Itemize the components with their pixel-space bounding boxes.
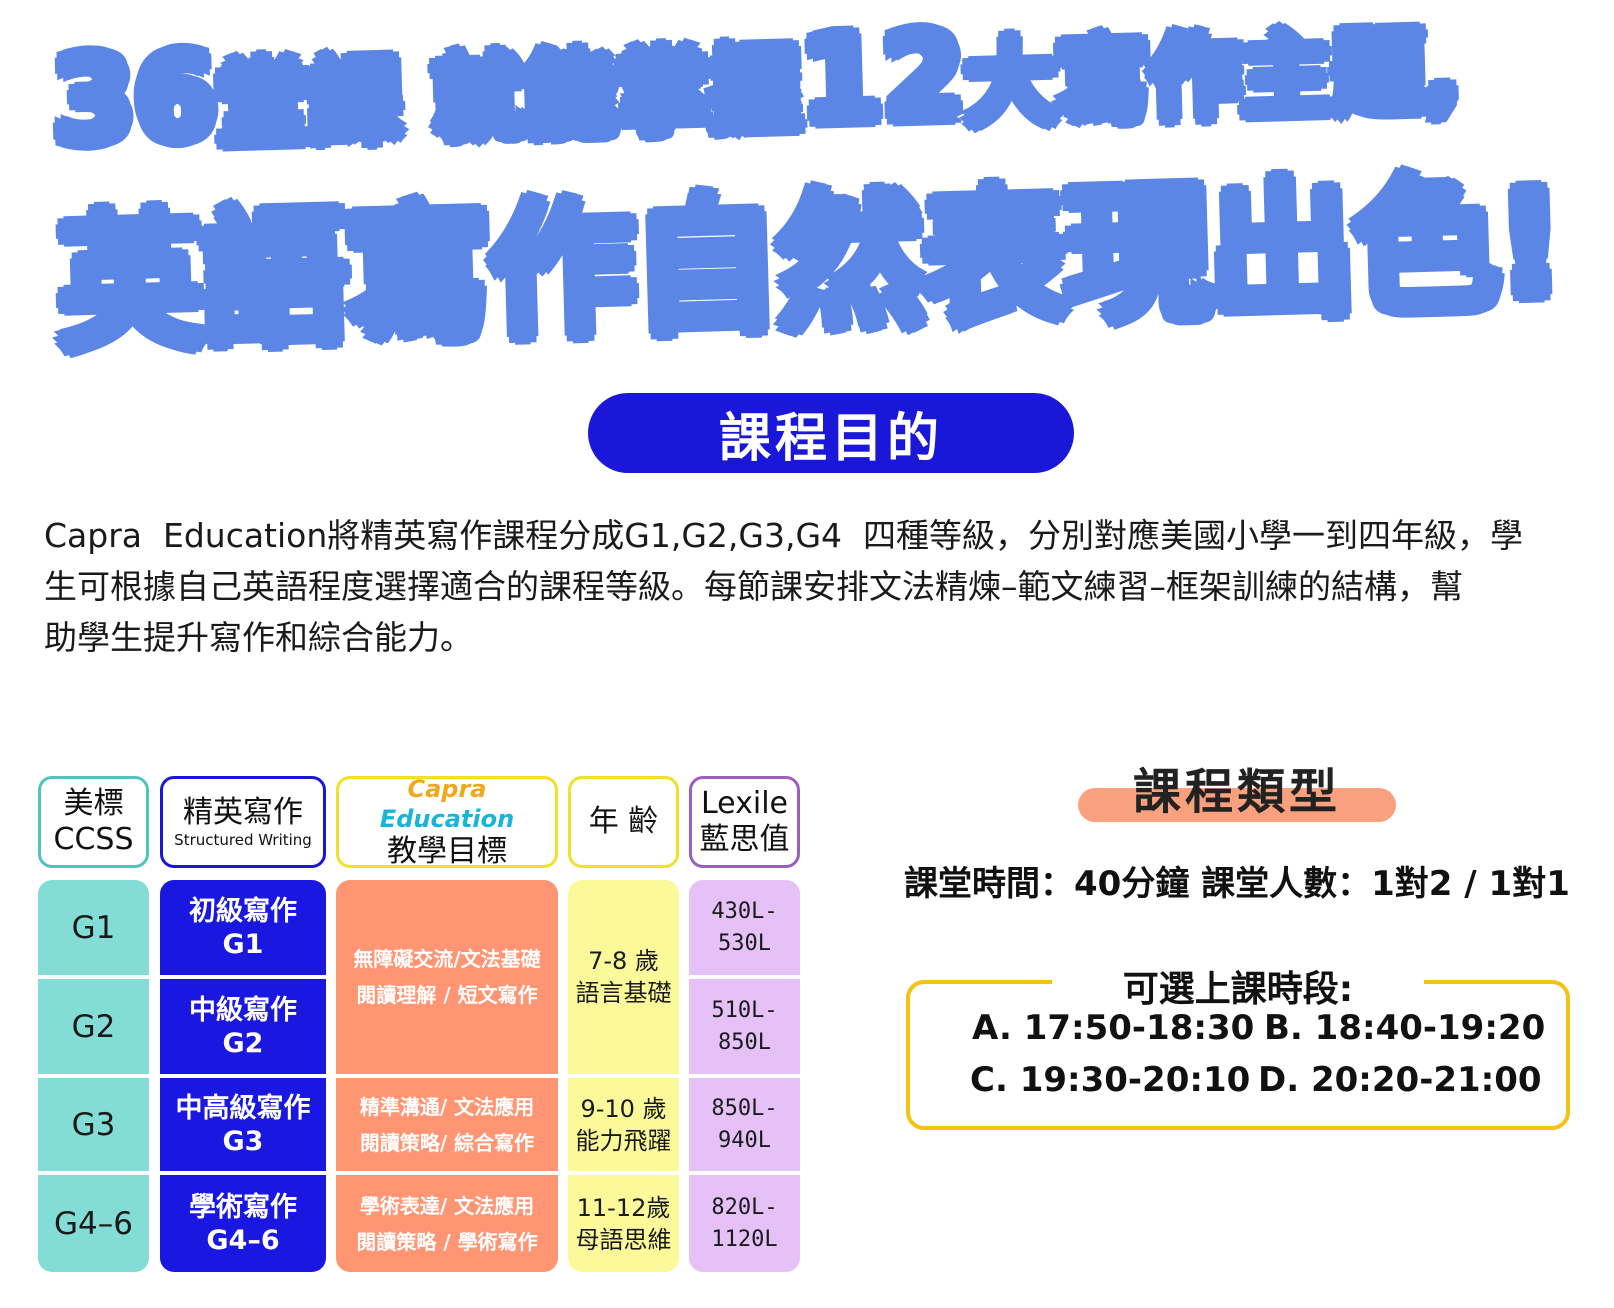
lexile-cell-g1: 430L- 530L	[689, 880, 800, 975]
header-writing: 精英寫作 Structured Writing	[160, 776, 326, 868]
header-writing-line2: Structured Writing	[174, 831, 312, 849]
lexile-cell-g3-from: 850L-	[711, 1095, 778, 1121]
writing-cell-g4: 學術寫作 G4–6	[160, 1175, 326, 1272]
goal-cell-g1-g2-line1: 無障礙交流/文法基礎	[353, 947, 541, 971]
time-slot-b: B. 18:40-19:20	[1264, 1008, 1546, 1048]
header-ccss: 美標 CCSS	[38, 776, 149, 868]
logo-word-education: Education	[379, 805, 515, 833]
lexile-cell-g2-from: 510L-	[711, 997, 778, 1023]
age-cell-g1-g2: 7-8 歲 語言基礎	[568, 880, 679, 1074]
lexile-cell-g2: 510L- 850L	[689, 979, 800, 1074]
goal-cell-g3-line2: 閱讀策略/ 綜合寫作	[359, 1130, 535, 1155]
header-lexile-line1: Lexile	[701, 786, 788, 821]
header-ccss-line2: CCSS	[53, 822, 134, 857]
time-slot-c: C. 19:30-20:10	[970, 1060, 1251, 1100]
writing-cell-g1-name: 初級寫作	[189, 895, 297, 927]
age-cell-g3-stage: 能力飛躍	[575, 1126, 672, 1155]
age-cell-g1-g2-range: 7-8 歲	[588, 947, 659, 975]
hero-text-b: 大寫作主題,	[958, 13, 1466, 144]
age-cell-g3: 9-10 歲 能力飛躍	[568, 1078, 679, 1171]
writing-cell-g2: 中級寫作 G2	[160, 979, 326, 1074]
ccss-cell-g4: G4–6	[38, 1175, 149, 1272]
age-cell-g4-range: 11-12歲	[576, 1193, 671, 1222]
goal-cell-g1-g2-line2: 閱讀理解 / 短文寫作	[356, 983, 538, 1007]
course-type-title: 課程類型	[1132, 764, 1341, 820]
hero-number-12: 12	[793, 2, 971, 155]
lexile-cell-g2-to: 850L	[718, 1029, 771, 1055]
writing-cell-g1: 初級寫作 G1	[160, 880, 326, 975]
writing-cell-g3-name: 中高級寫作	[175, 1092, 311, 1124]
header-goal-line2: 教學目標	[387, 834, 507, 868]
lexile-cell-g4: 820L- 1120L	[689, 1175, 800, 1272]
purpose-title-pill: 課程目的	[588, 393, 1074, 473]
writing-cell-g2-level: G2	[222, 1027, 264, 1059]
lexile-cell-g3: 850L- 940L	[689, 1078, 800, 1171]
hero-text-a: 堂課 就能掌握	[210, 31, 807, 164]
lexile-cell-g4-from: 820L-	[711, 1194, 778, 1220]
logo-word-capra: Capra	[407, 776, 487, 803]
goal-cell-g3-line1: 精準溝通/ 文法應用	[359, 1094, 535, 1119]
writing-cell-g3-level: G3	[222, 1125, 264, 1157]
ccss-cell-g1: G1	[38, 880, 149, 975]
writing-cell-g4-level: G4–6	[206, 1224, 280, 1256]
goal-cell-g4: 學術表達/ 文法應用 閱讀策略 / 學術寫作	[336, 1175, 558, 1272]
writing-cell-g2-name: 中級寫作	[189, 994, 297, 1026]
header-ccss-line1: 美標	[63, 786, 124, 821]
goal-cell-g1-g2: 無障礙交流/文法基礎 閱讀理解 / 短文寫作	[336, 880, 558, 1074]
lexile-cell-g1-from: 430L-	[711, 898, 778, 924]
purpose-paragraph: Capra Education將精英寫作課程分成G1,G2,G3,G4 四種等級…	[44, 516, 1523, 657]
goal-cell-g3: 精準溝通/ 文法應用 閱讀策略/ 綜合寫作	[336, 1078, 558, 1171]
class-info: 課堂時間：40分鐘 課堂人數：1對2 / 1對1	[904, 864, 1570, 904]
level-table: 美標 CCSS 精英寫作 Structured Writing Capra Ed…	[38, 776, 800, 1280]
header-goal: Capra Education 教學目標	[336, 776, 558, 868]
header-age: 年 齡	[568, 776, 679, 868]
ccss-cell-g2: G2	[38, 979, 149, 1074]
goal-cell-g4-line1: 學術表達/ 文法應用	[359, 1193, 535, 1218]
writing-cell-g4-name: 學術寫作	[189, 1191, 297, 1223]
capra-education-logo: Capra Education	[339, 776, 555, 834]
hero-line-2: 英語寫作自然表現出色!	[50, 154, 1569, 376]
age-cell-g4-stage: 母語思維	[575, 1225, 672, 1254]
header-writing-line1: 精英寫作	[183, 795, 303, 830]
writing-cell-g3: 中高級寫作 G3	[160, 1078, 326, 1171]
lexile-cell-g3-to: 940L	[718, 1127, 771, 1153]
ccss-cell-g3: G3	[38, 1078, 149, 1171]
schedule-title: 可選上課時段:	[1052, 960, 1424, 1012]
goal-cell-g4-line2: 閱讀策略 / 學術寫作	[356, 1229, 538, 1254]
header-lexile: Lexile 藍思值	[689, 776, 800, 868]
time-slot-a: A. 17:50-18:30	[972, 1008, 1255, 1048]
course-type-heading: 課程類型	[1078, 752, 1396, 822]
age-cell-g3-range: 9-10 歲	[580, 1094, 667, 1123]
hero-number-36: 36	[45, 22, 223, 175]
lexile-cell-g1-to: 530L	[718, 930, 771, 956]
lexile-cell-g4-to: 1120L	[711, 1226, 778, 1252]
age-cell-g1-g2-stage: 語言基礎	[575, 979, 672, 1007]
time-slot-d: D. 20:20-21:00	[1258, 1060, 1542, 1100]
age-cell-g4: 11-12歲 母語思維	[568, 1175, 679, 1272]
course-type-underline	[1078, 788, 1396, 822]
writing-cell-g1-level: G1	[222, 928, 264, 960]
header-lexile-line2: 藍思值	[699, 822, 790, 857]
hero-headline: 36堂課 就能掌握12大寫作主題, 英語寫作自然表現出色!	[45, 0, 1599, 376]
